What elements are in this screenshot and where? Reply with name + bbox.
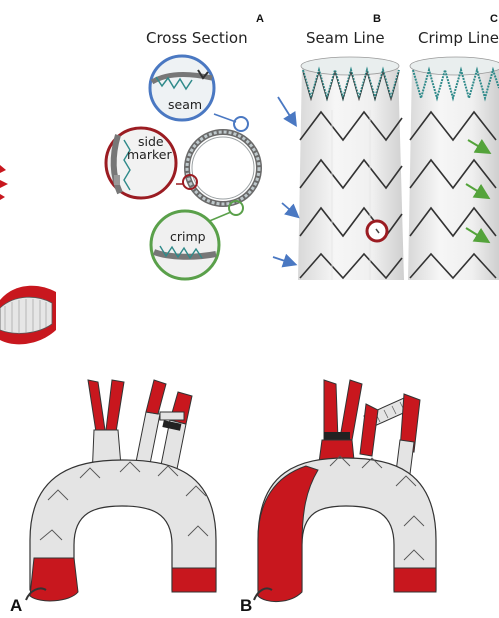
side-marker-label-line2: marker bbox=[127, 148, 172, 161]
aortic-arch-diagram-a bbox=[26, 380, 216, 601]
aortic-arch-diagram-b bbox=[254, 380, 436, 602]
seam-arrow-2 bbox=[282, 203, 297, 216]
seam-callout-label: seam bbox=[168, 98, 202, 111]
crimp-callout bbox=[151, 211, 219, 279]
seam-line-stent bbox=[298, 57, 404, 280]
bottom-panel-letter-a: A bbox=[10, 596, 22, 616]
left-fragment-vessel bbox=[0, 286, 56, 345]
cross-section-ring bbox=[187, 132, 259, 204]
crimp-line-stent bbox=[408, 57, 499, 280]
bottom-panel-letter-b: B bbox=[240, 596, 252, 616]
crimp-callout-label: crimp bbox=[170, 230, 206, 243]
seam-arrow-3 bbox=[273, 257, 294, 264]
seam-connector bbox=[214, 114, 236, 122]
seam-spot-ring bbox=[234, 117, 248, 131]
left-fragment-top bbox=[0, 165, 8, 200]
seam-arrow-1 bbox=[278, 97, 295, 124]
